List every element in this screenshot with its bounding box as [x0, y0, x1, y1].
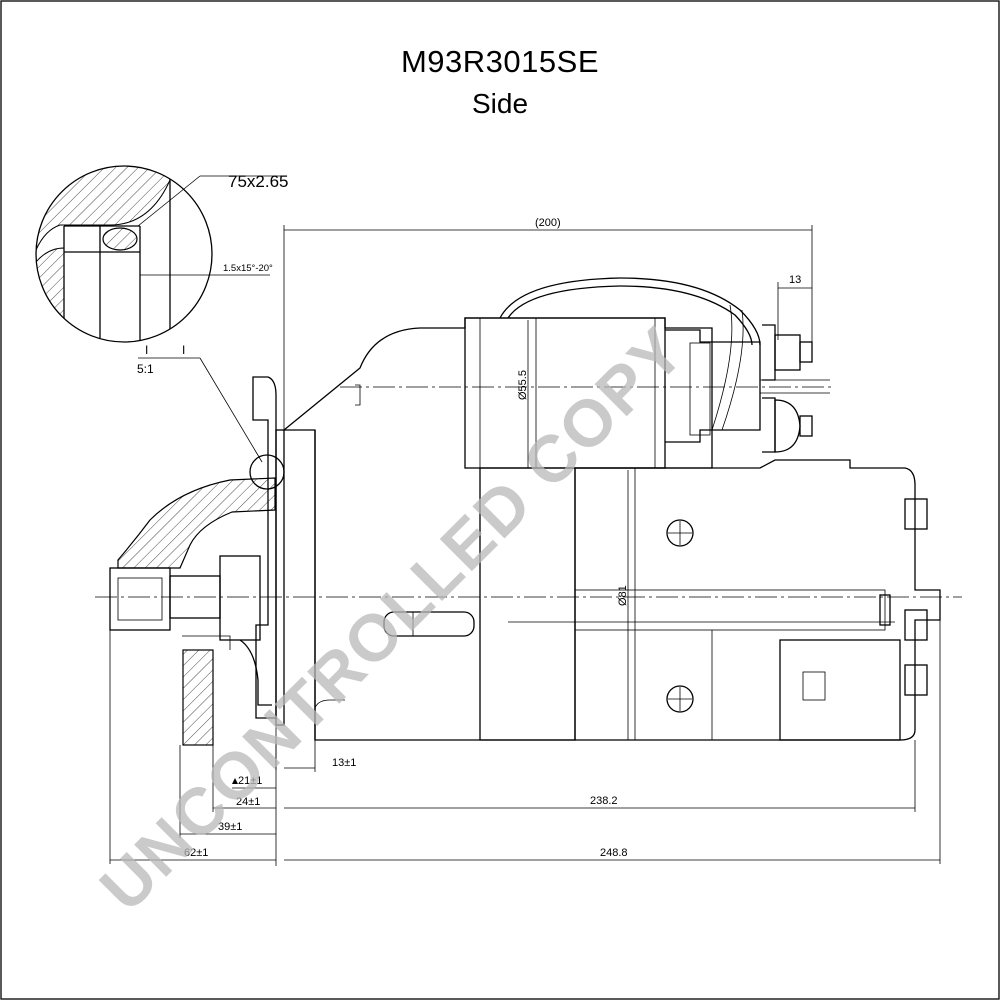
- chamfer-label: 1.5x15°-20°: [223, 263, 273, 274]
- ref-left: I: [145, 343, 148, 357]
- dim-terminal: 13: [789, 274, 801, 286]
- dim-body-length: 238.2: [590, 795, 618, 807]
- pinion-gear: [182, 649, 214, 746]
- page-title: M93R3015SE: [400, 44, 599, 79]
- starter-motor: [252, 277, 941, 770]
- detail-reference: I I 5:1: [137, 343, 285, 490]
- dim-solenoid-dia: Ø55.5: [517, 370, 529, 400]
- dim-62: 62±1: [184, 847, 208, 859]
- triangle-marker-icon: [232, 778, 238, 784]
- scale-label: 5:1: [137, 362, 154, 376]
- dim-motor-dia: Ø81: [617, 585, 629, 606]
- dim-21: 21±1: [238, 775, 262, 787]
- dim-overall-length: 248.8: [600, 847, 628, 859]
- o-ring-section: [102, 227, 138, 251]
- o-ring-label: 75x2.65: [228, 172, 289, 191]
- dim-24: 24±1: [236, 796, 260, 808]
- ref-right: I: [182, 343, 185, 357]
- dimensions: (200) 13 Ø55.5 Ø81 13±1 21±1 24±1: [109, 217, 941, 866]
- dim-39: 39±1: [218, 821, 242, 833]
- view-label: Side: [471, 88, 529, 119]
- dim-overall-height: (200): [535, 217, 561, 229]
- detail-view: 75x2.65 1.5x15°-20°: [35, 165, 289, 343]
- dim-flange-to-pinion: 13±1: [332, 757, 356, 769]
- nose-housing: [109, 477, 276, 746]
